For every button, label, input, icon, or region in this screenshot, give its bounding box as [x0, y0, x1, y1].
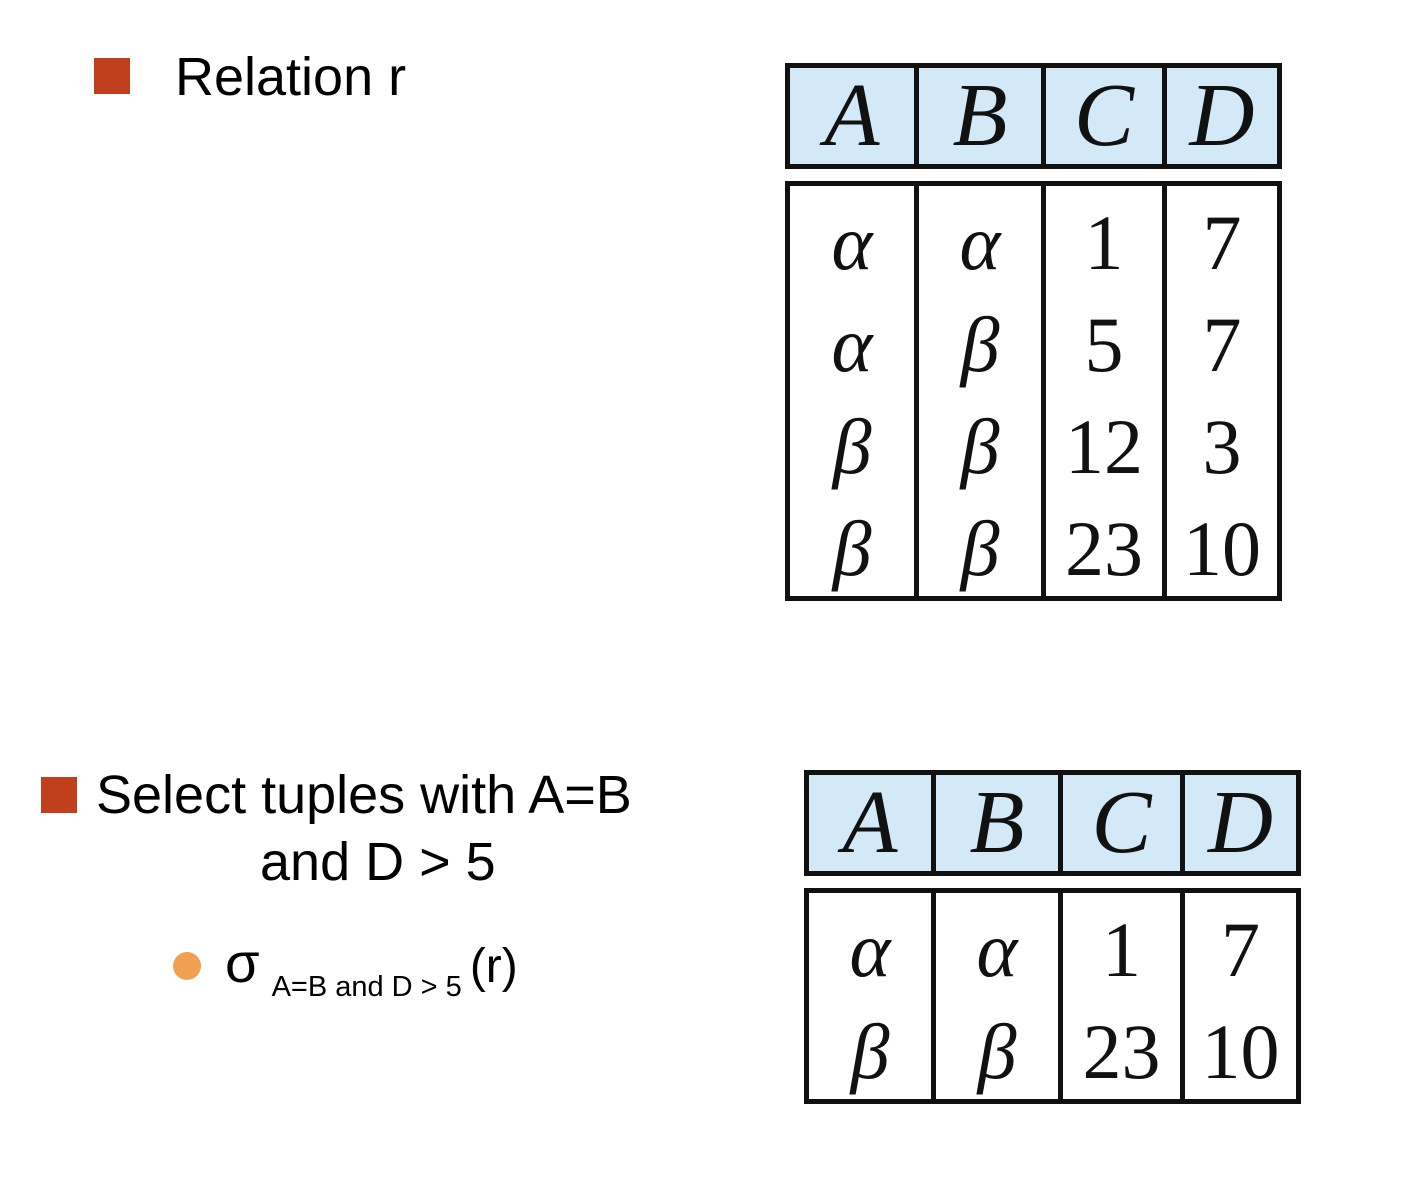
header-cell: A	[824, 66, 880, 165]
table-cell: 23	[1082, 1008, 1161, 1095]
sub-bullet-dot-icon	[173, 952, 201, 980]
column-a: α α β β	[790, 186, 919, 596]
bullet-relation-r: Relation r	[175, 47, 407, 107]
relation-r-body: α α β β α β β β 1 5 12 23 7 7 3 10	[785, 181, 1282, 601]
selection-argument: (r)	[469, 940, 518, 993]
table-cell: 10	[1201, 1008, 1280, 1095]
table-cell: β	[960, 505, 1000, 592]
table-cell: α	[959, 199, 1001, 286]
table-cell: 3	[1202, 403, 1242, 490]
header-cell: B	[969, 773, 1025, 872]
header-cell: C	[1091, 773, 1152, 872]
table-cell: 10	[1183, 505, 1261, 592]
column-c: 1 23	[1063, 893, 1185, 1099]
column-c: 1 5 12 23	[1046, 186, 1167, 596]
bullet-square-icon	[94, 58, 130, 94]
bullet-select-line2: and D > 5	[260, 832, 496, 892]
table-cell: α	[831, 199, 873, 286]
table-cell: 12	[1065, 403, 1143, 490]
header-cell: D	[1208, 773, 1273, 872]
table-cell: β	[832, 403, 872, 490]
table-cell: 7	[1221, 906, 1260, 993]
bullet-square-icon	[41, 777, 77, 813]
table-cell: 7	[1202, 301, 1242, 388]
sigma-symbol: σ	[225, 931, 260, 994]
column-d: 7 7 3 10	[1167, 186, 1277, 596]
header-cell: C	[1073, 66, 1135, 165]
table-cell: 7	[1202, 199, 1242, 286]
table-cell: β	[832, 505, 872, 592]
column-a: α β	[809, 893, 936, 1099]
result-header: A B C D	[804, 770, 1301, 876]
relation-r-header: A B C D	[785, 63, 1282, 169]
relation-r-table: A B C D α α β β α β β β 1 5 12 23 7 7 3 …	[785, 63, 1282, 601]
table-cell: β	[960, 403, 1000, 490]
table-cell: β	[977, 1008, 1017, 1095]
table-cell: 1	[1084, 199, 1124, 286]
result-body: α β α β 1 23 7 10	[804, 888, 1301, 1104]
header-cell: B	[952, 66, 1008, 165]
bullet-select-line1: Select tuples with A=B	[96, 765, 632, 825]
result-table: A B C D α β α β 1 23 7 10	[804, 770, 1301, 1104]
column-d: 7 10	[1185, 893, 1296, 1099]
table-cell: α	[849, 906, 891, 993]
table-cell: α	[976, 906, 1018, 993]
column-b: α β	[936, 893, 1063, 1099]
table-cell: α	[831, 301, 873, 388]
table-cell: 5	[1084, 301, 1124, 388]
header-cell: D	[1189, 66, 1255, 165]
column-b: α β β β	[919, 186, 1046, 596]
selection-predicate: A=B and D > 5	[271, 971, 462, 1003]
table-cell: β	[960, 301, 1000, 388]
header-cell: A	[842, 773, 898, 872]
table-cell: 1	[1102, 906, 1141, 993]
table-cell: 23	[1065, 505, 1143, 592]
table-cell: β	[850, 1008, 890, 1095]
